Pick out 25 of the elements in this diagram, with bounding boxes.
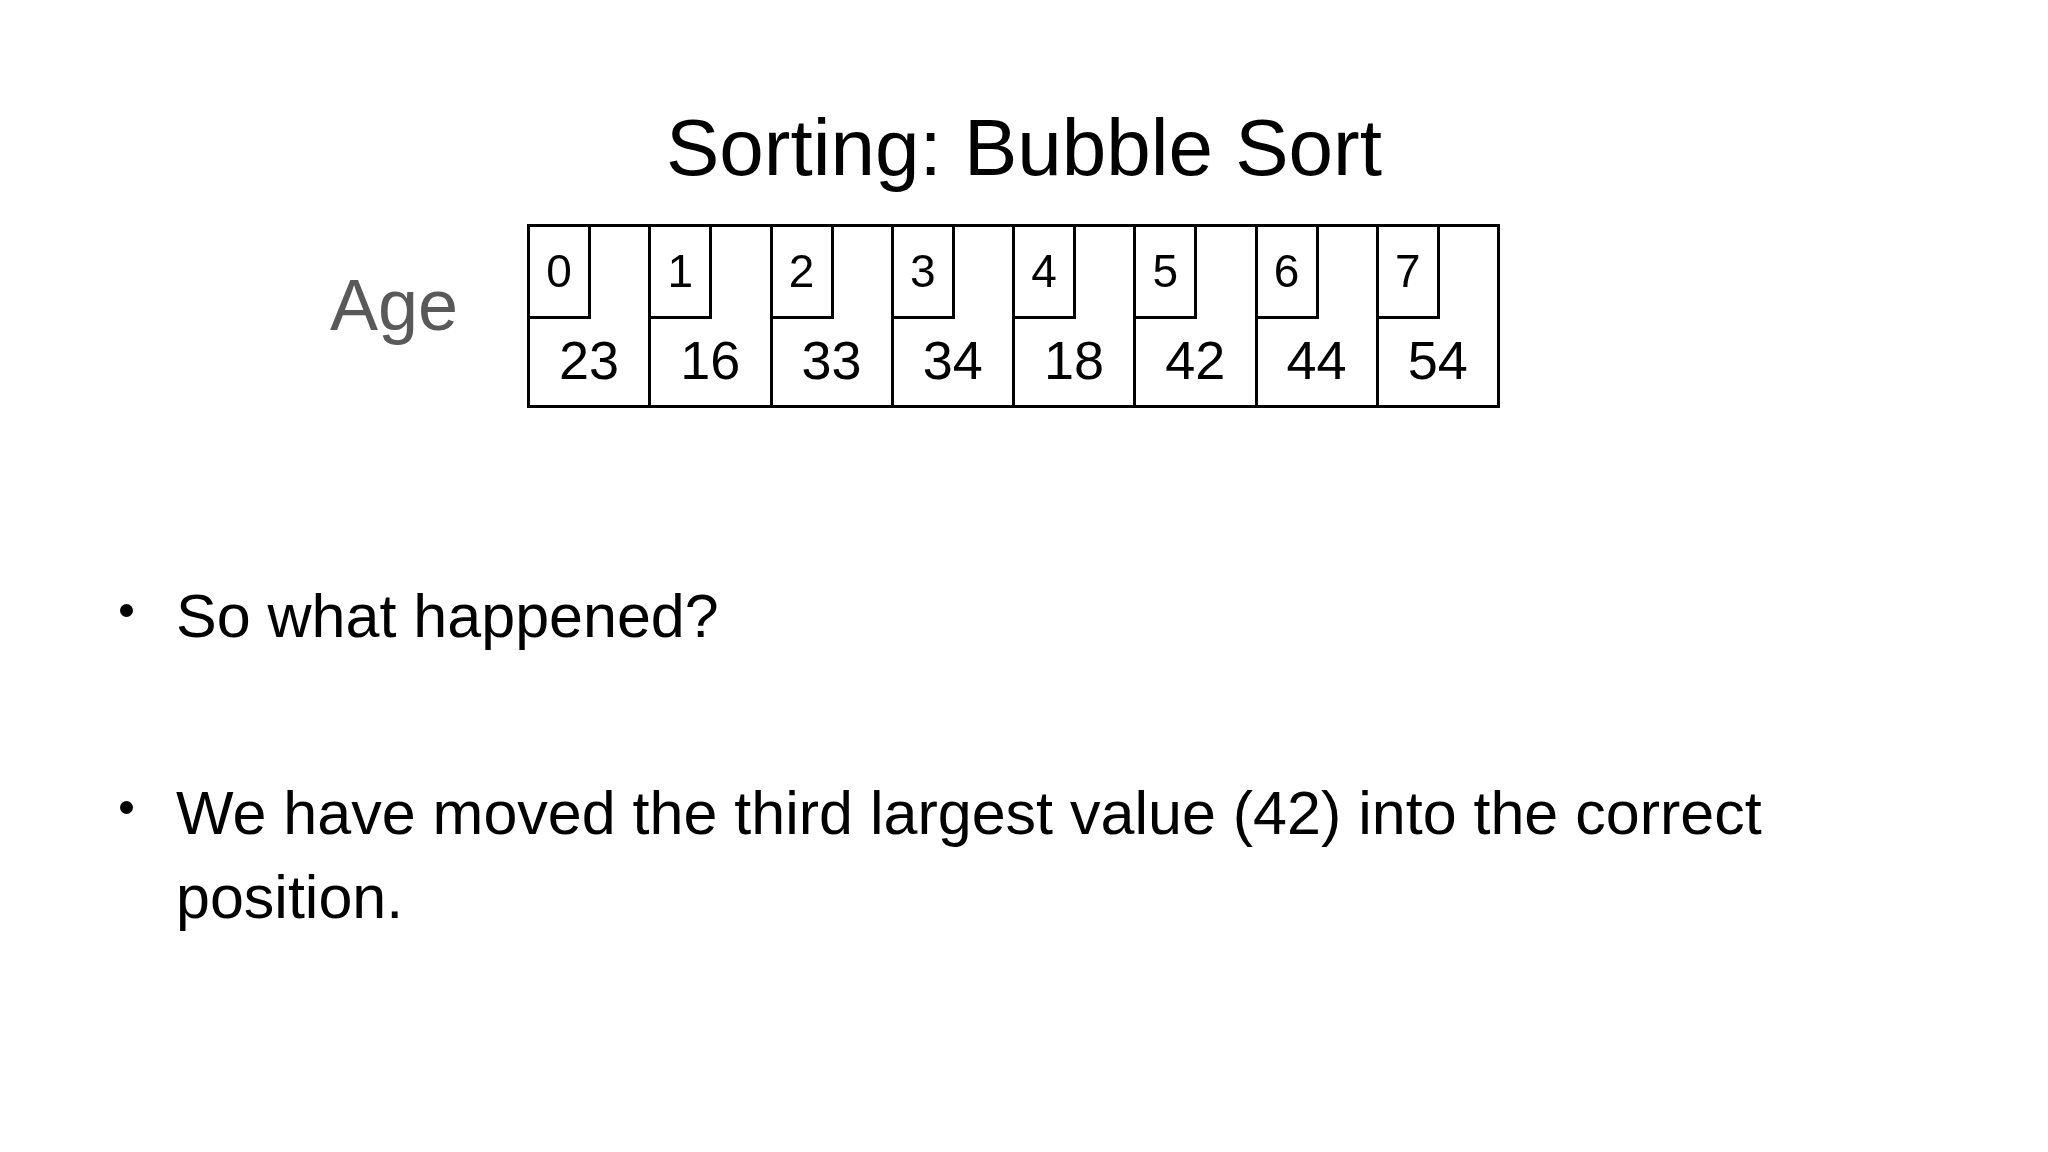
index-box (1133, 224, 1198, 319)
index-box (648, 224, 713, 319)
cell-value: 18 (1044, 330, 1105, 391)
index-number: 3 (909, 246, 936, 297)
bullet-text: So what happened? (176, 582, 719, 650)
cell-value: 44 (1286, 330, 1347, 391)
cell-value: 42 (1165, 330, 1226, 391)
bullet-text: We have moved the third largest value (42) into the correct position. (176, 779, 1762, 931)
index-number: 0 (546, 246, 572, 297)
cell-value: 23 (559, 330, 620, 391)
row-label: Age (329, 265, 458, 345)
index-number: 1 (667, 246, 694, 297)
array-cell (1133, 224, 1258, 408)
index-number: 5 (1152, 246, 1179, 297)
cell-value: 33 (801, 330, 862, 391)
cell-value: 54 (1407, 330, 1468, 391)
index-box (1012, 224, 1076, 319)
index-number: 7 (1394, 246, 1421, 297)
index-number: 6 (1273, 246, 1300, 297)
index-number: 4 (1031, 246, 1057, 297)
array-cell (648, 224, 773, 408)
cell-value: 34 (922, 330, 983, 391)
index-number: 2 (788, 246, 815, 297)
cell-value: 16 (680, 330, 741, 391)
index-box (527, 224, 591, 319)
